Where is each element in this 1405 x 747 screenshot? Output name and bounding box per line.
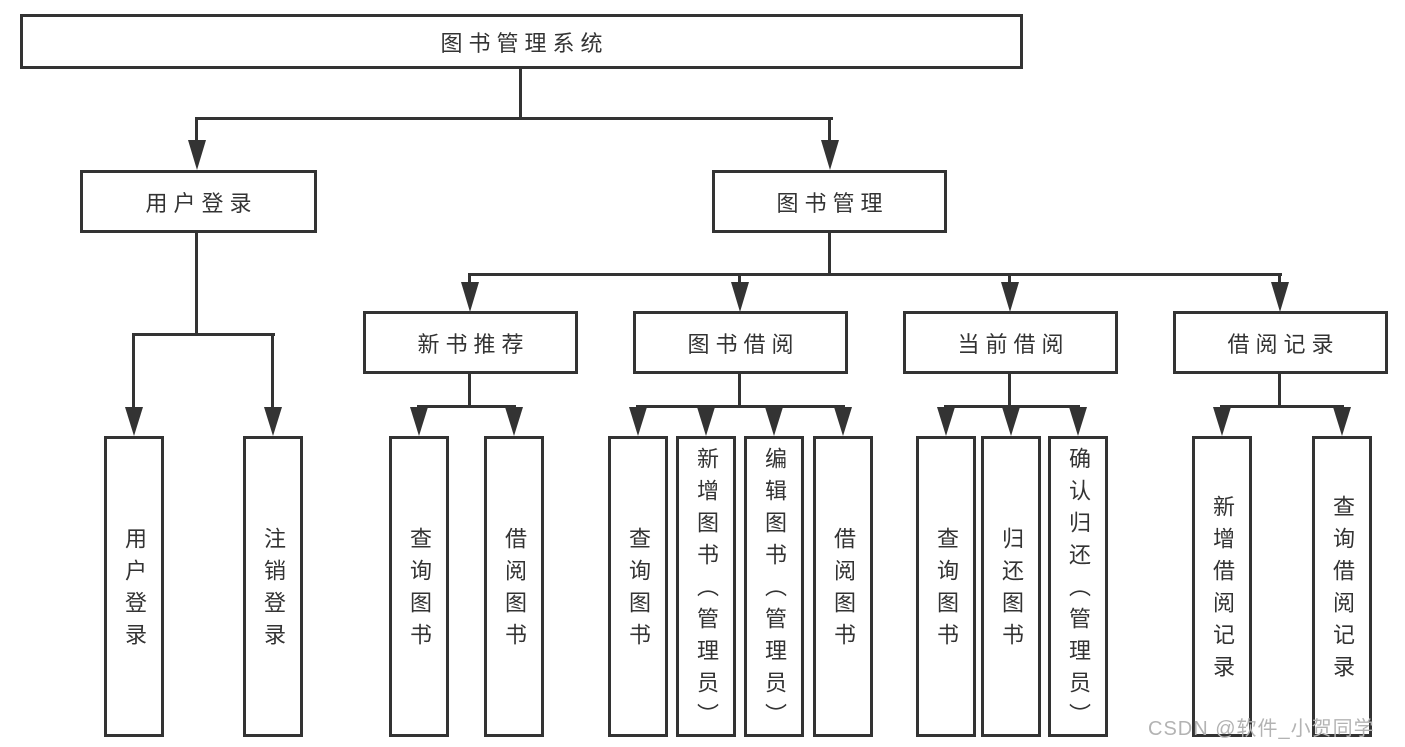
arrowhead-borrow-leaf4 <box>834 407 852 436</box>
csdn-watermark: CSDN @软件_小贺同学 <box>1148 718 1375 740</box>
connector-book-borrow-stem <box>738 273 741 284</box>
connector-book-mgmt-split <box>468 273 1282 276</box>
node-book-borrowing: 图书借阅 <box>633 311 848 374</box>
arrowhead-current-leaf2 <box>1002 407 1020 436</box>
arrowhead-records-leaf1 <box>1213 407 1231 436</box>
leaf-rec-query-books: 查询图书 <box>389 436 449 737</box>
connector-book-mgmt-drop <box>828 233 831 276</box>
arrowhead-login-leaf2 <box>264 407 282 436</box>
leaf-query-borrow-record-label: 查询借阅记录 <box>1330 494 1355 687</box>
leaf-add-books-admin-label: 新增图书（管理员） <box>694 446 719 735</box>
arrowhead-borrow-leaf2 <box>697 407 715 436</box>
connector-current-borrow-drop <box>1008 373 1011 407</box>
arrowhead-book-mgmt <box>821 140 839 170</box>
node-book-borrowing-label: 图书借阅 <box>687 331 800 357</box>
node-new-book-recommend: 新书推荐 <box>363 311 578 374</box>
leaf-query-borrow-record: 查询借阅记录 <box>1312 436 1372 737</box>
connector-new-rec-stem <box>468 273 471 284</box>
connector-root-stem <box>519 69 522 120</box>
node-user-login-label: 用户登录 <box>145 190 258 216</box>
node-current-borrowing: 当前借阅 <box>903 311 1118 374</box>
connector-borrow-records-stem <box>1278 273 1281 284</box>
arrowhead-rec-leaf1 <box>410 407 428 436</box>
leaf-user-login-label: 用户登录 <box>122 526 147 655</box>
node-book-management-label: 图书管理 <box>776 190 889 216</box>
connector-book-borrow-leafsplit <box>636 405 845 408</box>
connector-borrow-records-drop <box>1278 373 1281 407</box>
node-new-book-recommend-label: 新书推荐 <box>417 331 530 357</box>
node-user-login: 用户登录 <box>80 170 317 233</box>
connector-book-mgmt-stem <box>828 117 831 144</box>
node-root-label: 图书管理系统 <box>440 30 609 56</box>
leaf-user-login: 用户登录 <box>104 436 164 737</box>
leaf-edit-books-admin: 编辑图书（管理员） <box>744 436 804 737</box>
arrowhead-rec-leaf2 <box>505 407 523 436</box>
connector-current-borrow-stem <box>1008 273 1011 284</box>
arrowhead-current-leaf1 <box>937 407 955 436</box>
leaf-add-borrow-record-label: 新增借阅记录 <box>1210 494 1235 687</box>
arrowhead-records-leaf2 <box>1333 407 1351 436</box>
leaf-borrow-books: 借阅图书 <box>813 436 873 737</box>
leaf-add-borrow-record: 新增借阅记录 <box>1192 436 1252 737</box>
arrowhead-current-borrow <box>1001 282 1019 312</box>
leaf-borrow-books-label: 借阅图书 <box>831 526 856 655</box>
leaf-borrow-query-books-label: 查询图书 <box>626 526 651 655</box>
leaf-add-books-admin: 新增图书（管理员） <box>676 436 736 737</box>
leaf-rec-borrow-books: 借阅图书 <box>484 436 544 737</box>
leaf-rec-borrow-books-label: 借阅图书 <box>502 526 527 655</box>
node-borrowing-records-label: 借阅记录 <box>1227 331 1340 357</box>
arrowhead-borrow-leaf1 <box>629 407 647 436</box>
connector-book-borrow-drop <box>738 373 741 407</box>
arrowhead-user-login <box>188 140 206 170</box>
connector-user-login-drop <box>195 233 198 335</box>
leaf-borrow-query-books: 查询图书 <box>608 436 668 737</box>
arrowhead-borrow-leaf3 <box>765 407 783 436</box>
connector-new-rec-drop <box>468 373 471 407</box>
connector-user-login-split <box>132 333 275 336</box>
leaf-current-query-books-label: 查询图书 <box>934 526 959 655</box>
node-book-management: 图书管理 <box>712 170 947 233</box>
arrowhead-borrow-records <box>1271 282 1289 312</box>
connector-root-split <box>196 117 833 120</box>
node-root: 图书管理系统 <box>20 14 1023 69</box>
leaf-edit-books-admin-label: 编辑图书（管理员） <box>762 446 787 735</box>
connector-current-borrow-leafsplit <box>944 405 1080 408</box>
leaf-confirm-return-admin: 确认归还（管理员） <box>1048 436 1108 737</box>
arrowhead-new-rec <box>461 282 479 312</box>
connector-borrow-records-leafsplit <box>1220 405 1344 408</box>
leaf-logout-label: 注销登录 <box>261 526 286 655</box>
leaf-return-books-label: 归还图书 <box>999 526 1024 655</box>
connector-login-leaf1-stem <box>132 333 135 408</box>
leaf-return-books: 归还图书 <box>981 436 1041 737</box>
node-borrowing-records: 借阅记录 <box>1173 311 1388 374</box>
arrowhead-current-leaf3 <box>1069 407 1087 436</box>
connector-user-login-stem <box>195 117 198 144</box>
node-current-borrowing-label: 当前借阅 <box>957 331 1070 357</box>
connector-login-leaf2-stem <box>271 333 274 408</box>
arrowhead-book-borrow <box>731 282 749 312</box>
arrowhead-login-leaf1 <box>125 407 143 436</box>
leaf-current-query-books: 查询图书 <box>916 436 976 737</box>
leaf-rec-query-books-label: 查询图书 <box>407 526 432 655</box>
connector-new-rec-leafsplit <box>417 405 516 408</box>
leaf-logout: 注销登录 <box>243 436 303 737</box>
leaf-confirm-return-admin-label: 确认归还（管理员） <box>1066 446 1091 735</box>
